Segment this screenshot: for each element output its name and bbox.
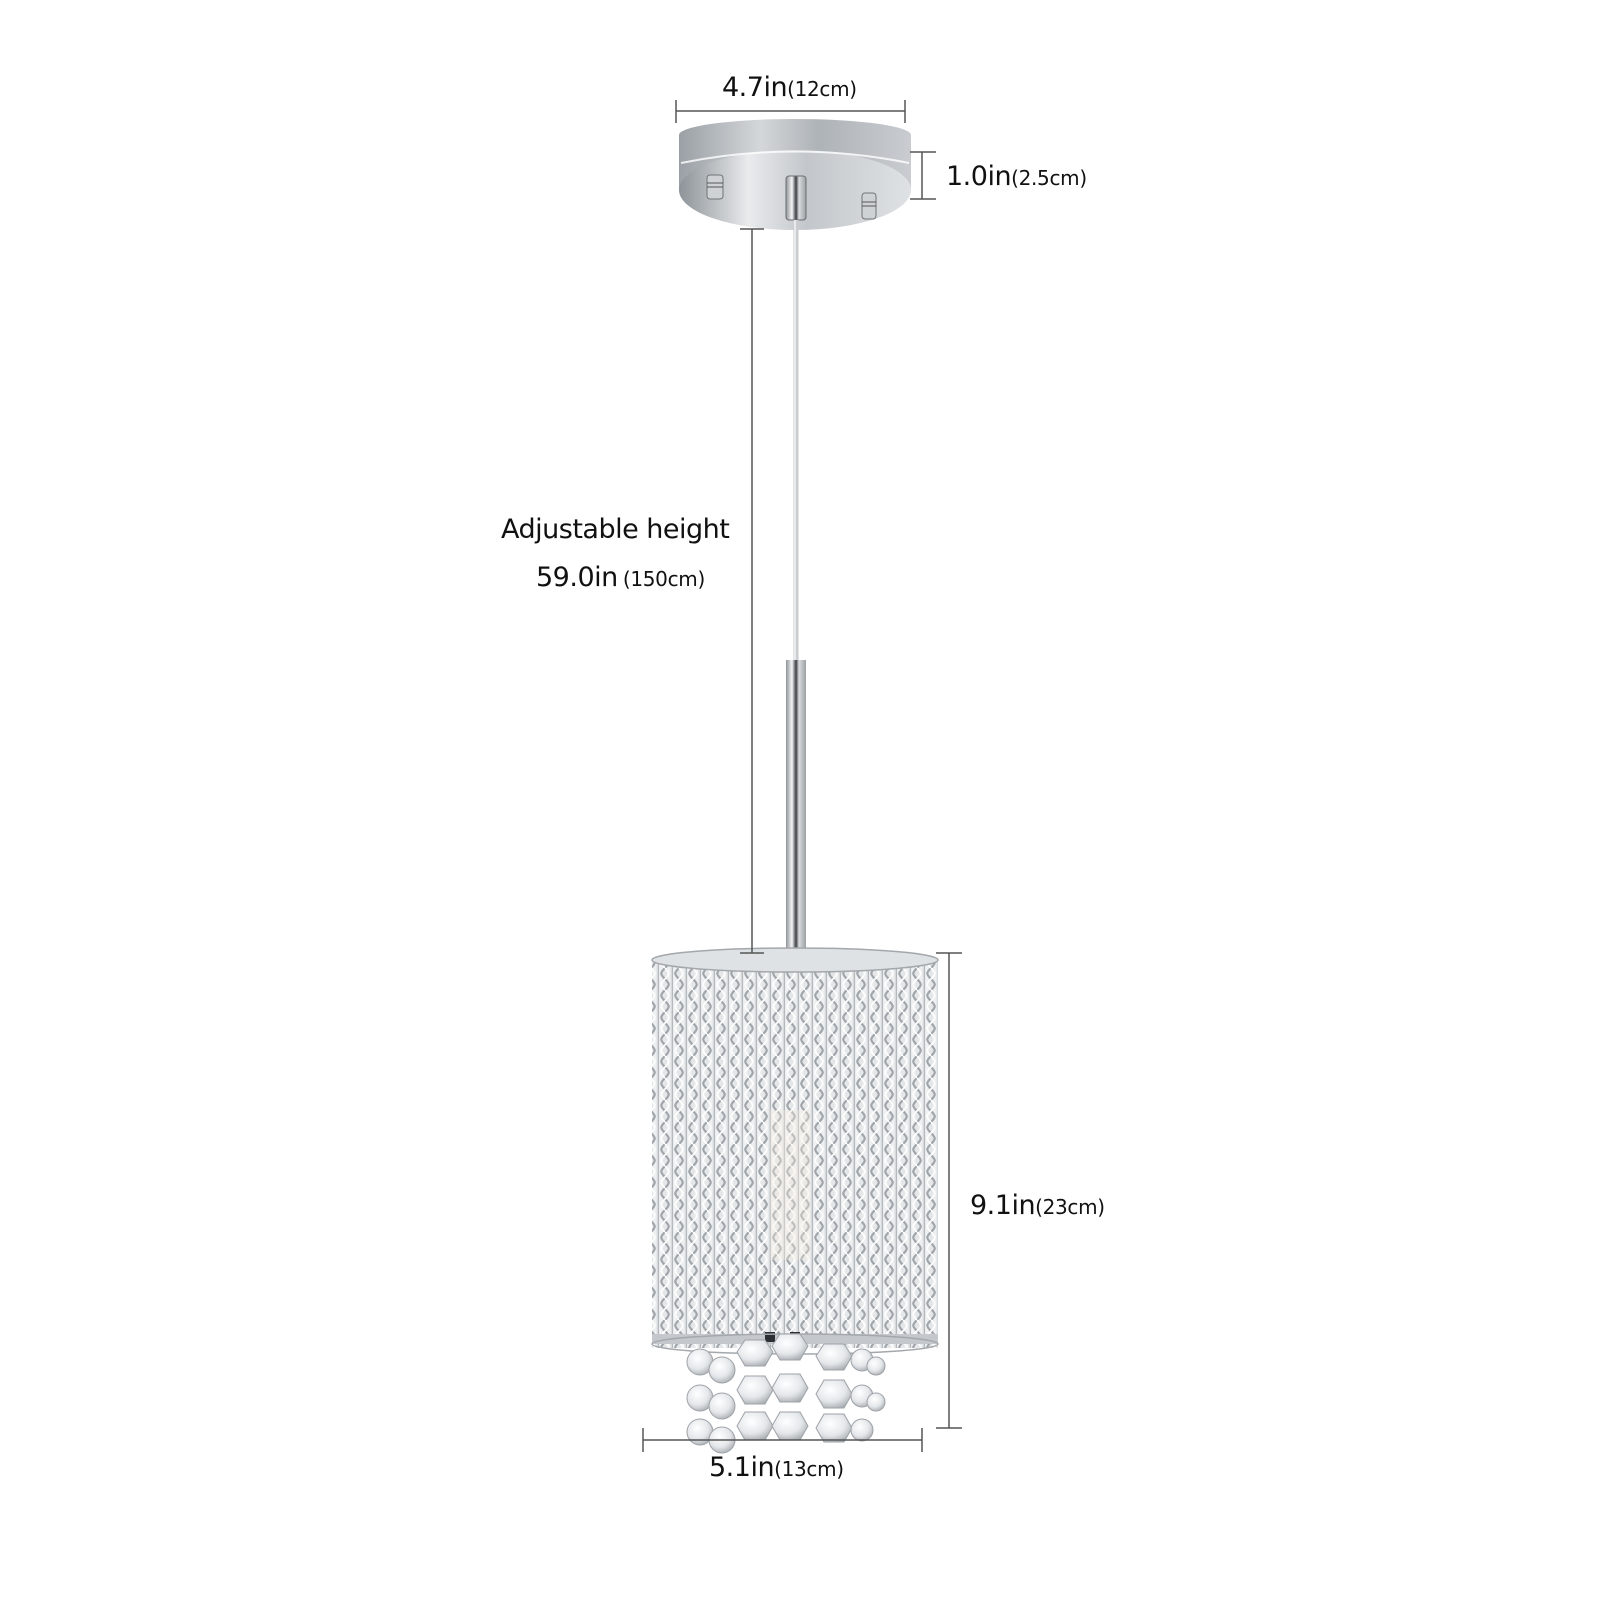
shade-width-dimension-line bbox=[642, 1428, 923, 1452]
shade-height-label: 9.1in(23cm) bbox=[970, 1192, 1105, 1219]
shade-width-value: 5.1in bbox=[709, 1452, 775, 1483]
ceiling-canopy bbox=[679, 119, 911, 230]
canopy-width-dimension-line bbox=[675, 100, 906, 123]
canopy-width-value: 4.7in bbox=[722, 72, 788, 103]
shade-height-value: 9.1in bbox=[970, 1190, 1036, 1221]
canopy-height-label: 1.0in(2.5cm) bbox=[946, 163, 1087, 190]
adjustable-height-label: 59.0in (150cm) bbox=[536, 564, 705, 591]
shade-height-dimension-line bbox=[936, 952, 962, 1429]
adjustable-height-caption: Adjustable height bbox=[501, 514, 730, 545]
canopy-height-metric: (2.5cm) bbox=[1011, 166, 1087, 190]
canopy-width-metric: (12cm) bbox=[787, 77, 857, 101]
adjustable-height-dimension-line bbox=[740, 228, 764, 954]
canopy-height-value: 1.0in bbox=[946, 161, 1012, 192]
adjustable-height-value: 59.0in bbox=[536, 562, 618, 593]
canopy-width-label: 4.7in(12cm) bbox=[722, 74, 857, 101]
canopy-height-dimension-line bbox=[910, 151, 936, 200]
chrome-rod bbox=[786, 660, 806, 950]
shade-width-label: 5.1in(13cm) bbox=[709, 1454, 844, 1481]
adjustable-height-metric: (150cm) bbox=[622, 567, 705, 591]
shade-width-metric: (13cm) bbox=[774, 1457, 844, 1481]
shade-height-metric: (23cm) bbox=[1035, 1195, 1105, 1219]
aluminum-chain-shade bbox=[651, 947, 939, 1355]
